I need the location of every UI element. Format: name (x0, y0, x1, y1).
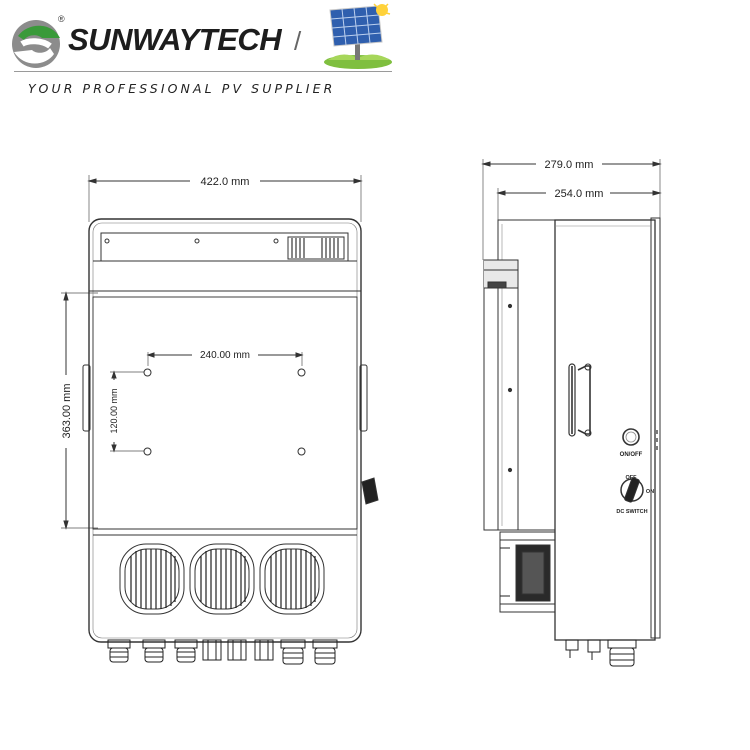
brand-divider-line (14, 71, 392, 72)
dc-switch-label: DC SWITCH (616, 509, 647, 515)
onoff-label: ON/OFF (620, 452, 643, 458)
connector (202, 639, 222, 661)
hole-spacing-v-label: 120.00 mm (109, 388, 119, 433)
side-enclosure-body (554, 219, 656, 641)
cable-gland (107, 639, 131, 663)
brand-name: SUNWAYTECH (68, 22, 282, 57)
front-width-label: 422.0 mm (201, 176, 250, 188)
mounting-hole-spacing: 240.00 mm 120.00 mm (109, 350, 306, 456)
right-handle (359, 364, 368, 432)
cable-gland (142, 639, 166, 663)
side-body-depth-dimension: 254.0 mm (496, 188, 662, 222)
brand-header: ® SUNWAYTECH / YOUR PROFESSIONAL PV SUPP… (0, 0, 400, 110)
front-main-panel (92, 296, 358, 530)
cable-glands (107, 639, 338, 665)
registered-mark: ® (58, 14, 65, 24)
brand-divider-slash: / (294, 26, 302, 56)
front-view: 422.0 mm 363.00 mm (61, 175, 379, 665)
dc-switch-on-label: ON (646, 489, 654, 495)
front-height-dimension: 363.00 mm (61, 291, 98, 530)
side-knob (361, 477, 379, 505)
cable-gland (280, 639, 306, 665)
hole-spacing-h-label: 240.00 mm (200, 350, 250, 361)
mounting-bracket (483, 259, 519, 531)
side-body-depth-label: 254.0 mm (555, 188, 604, 200)
left-handle (82, 364, 91, 432)
cable-gland (174, 639, 198, 663)
onoff-button-group: ON/OFF (620, 428, 643, 458)
side-overall-depth-dimension: 279.0 mm (481, 159, 662, 260)
side-view: 279.0 mm 254.0 mm (481, 159, 662, 667)
brand-slogan: YOUR PROFESSIONAL PV SUPPLIER (28, 81, 336, 96)
mounting-hole (143, 447, 152, 456)
front-width-dimension: 422.0 mm (87, 175, 363, 222)
side-overall-depth-label: 279.0 mm (545, 159, 594, 171)
connector (227, 639, 247, 661)
cable-gland (312, 639, 338, 665)
mounting-hole (297, 447, 306, 456)
side-bottom-connectors (565, 639, 637, 667)
fan-guard (119, 543, 185, 615)
fan-guard (259, 543, 325, 615)
onoff-button (622, 428, 640, 446)
mounting-hole (143, 368, 152, 377)
sunwaytech-logo-icon (12, 20, 60, 68)
mounting-hole (297, 368, 306, 377)
connector (254, 639, 274, 661)
side-fan-housing (499, 531, 556, 613)
solar-panel-icon (324, 3, 392, 69)
front-height-label: 363.00 mm (61, 383, 73, 438)
fan-guard (189, 543, 255, 615)
front-enclosure-outline (88, 218, 362, 643)
dc-switch-off-label: OFF (626, 475, 638, 481)
dc-switch-group: OFF ON DC SWITCH (616, 475, 654, 515)
fan-guards (119, 543, 325, 615)
